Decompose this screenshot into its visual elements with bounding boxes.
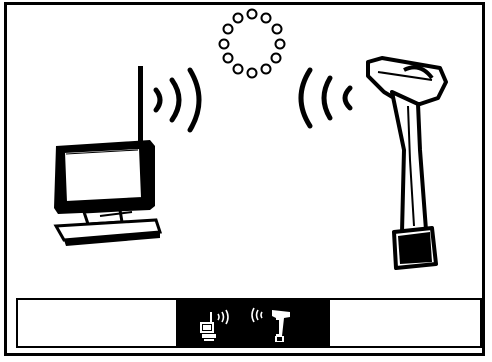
receiver-mini-icon bbox=[200, 312, 216, 341]
locator-mini-icon bbox=[272, 310, 290, 342]
status-bar bbox=[16, 298, 482, 348]
pairing-illustration bbox=[0, 0, 492, 300]
signal-mini-icon bbox=[218, 310, 228, 324]
wireless-receiver-icon bbox=[54, 66, 160, 246]
signal-waves-icon bbox=[156, 70, 199, 130]
signal-waves-icon bbox=[301, 70, 350, 126]
connection-status-indicator bbox=[176, 300, 330, 346]
signal-mini-icon bbox=[252, 308, 262, 322]
pairing-spinner-icon bbox=[220, 10, 285, 78]
cable-locator-icon bbox=[368, 58, 446, 268]
